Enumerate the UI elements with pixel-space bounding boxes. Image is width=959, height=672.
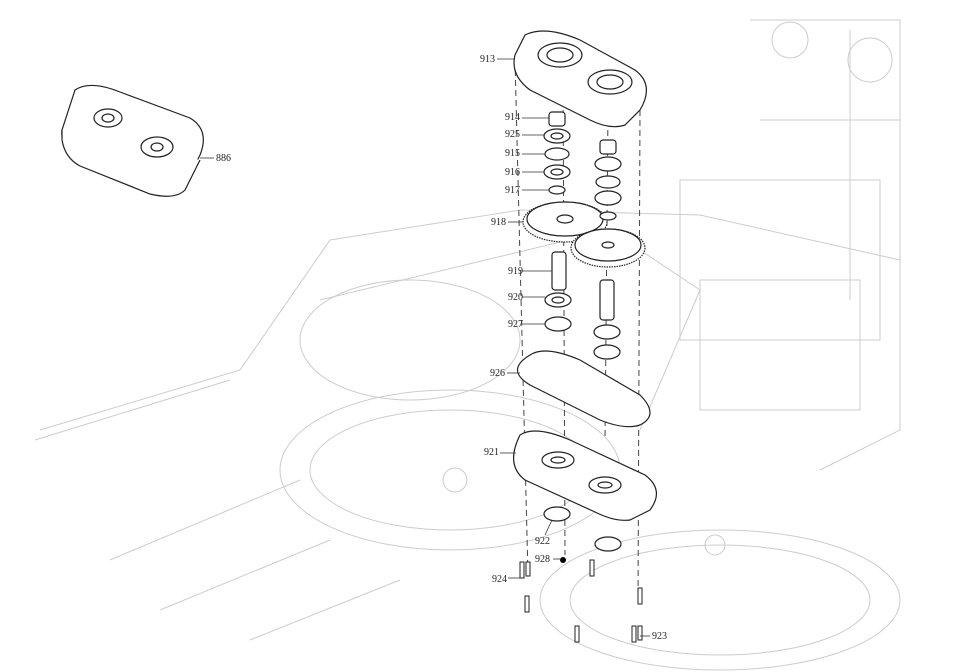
gasket-926 (516, 350, 651, 428)
callout-923: 923 (652, 631, 667, 642)
callout-924: 924 (492, 574, 507, 585)
callout-927: 927 (508, 319, 523, 330)
callout-886: 886 (216, 153, 231, 164)
callout-921: 921 (484, 447, 499, 458)
background-deck-ghost (34, 19, 901, 671)
leader-lines (497, 58, 650, 637)
bottom-housing-921 (513, 430, 657, 521)
callout-914: 914 (505, 112, 520, 123)
ball-928 (560, 557, 566, 563)
callout-922: 922 (535, 536, 550, 547)
callout-917: 917 (505, 185, 520, 196)
callout-925: 925 (505, 129, 520, 140)
gearbox-assembly-886 (61, 84, 214, 197)
callout-919: 919 (508, 266, 523, 277)
callout-920: 920 (508, 292, 523, 303)
callout-918: 918 (491, 217, 506, 228)
callout-915: 915 (505, 148, 520, 159)
callout-926: 926 (490, 368, 505, 379)
top-cover-913 (513, 30, 647, 128)
callout-916: 916 (505, 167, 520, 178)
right-shaft-stack (570, 139, 646, 360)
seal-922b (594, 536, 622, 552)
callout-913: 913 (480, 54, 495, 65)
bolts (519, 559, 643, 643)
left-shaft-stack (522, 111, 608, 332)
seal-922 (543, 506, 571, 522)
callout-928: 928 (535, 554, 550, 565)
